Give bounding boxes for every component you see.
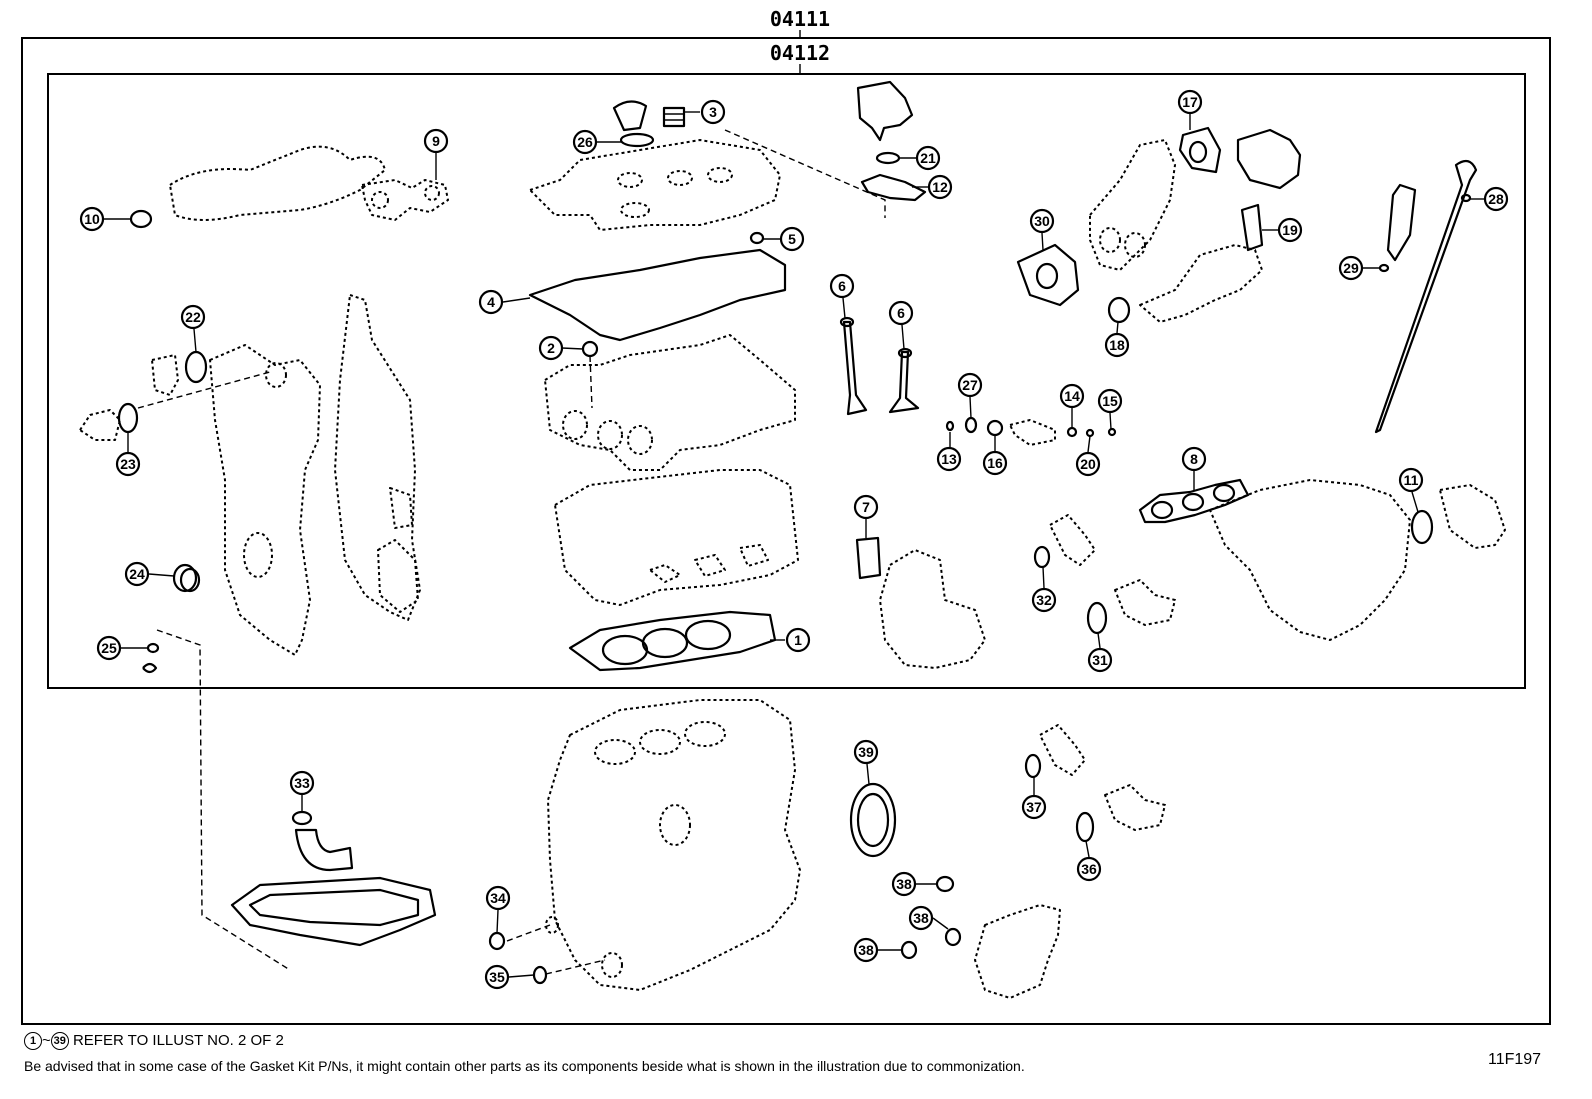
callout-3[interactable]: 3 [700, 99, 726, 125]
callout-38a[interactable]: 38 [891, 871, 917, 897]
callout-21[interactable]: 21 [915, 145, 941, 171]
svg-text:18: 18 [1109, 337, 1125, 353]
callout-32[interactable]: 32 [1031, 587, 1057, 613]
callout-37[interactable]: 37 [1021, 794, 1047, 820]
callout-20[interactable]: 20 [1075, 451, 1101, 477]
svg-text:23: 23 [120, 456, 136, 472]
svg-text:36: 36 [1081, 861, 1097, 877]
svg-text:6: 6 [897, 305, 905, 321]
svg-text:21: 21 [920, 150, 936, 166]
svg-text:13: 13 [941, 451, 957, 467]
callout-33[interactable]: 33 [289, 770, 315, 796]
svg-text:20: 20 [1080, 456, 1096, 472]
ref-range-separator: ~ [42, 1031, 51, 1049]
svg-text:3: 3 [709, 104, 717, 120]
outer-assembly-frame [21, 37, 1551, 1025]
svg-text:38: 38 [858, 942, 874, 958]
svg-text:15: 15 [1102, 393, 1118, 409]
part-drawings [79, 80, 1506, 999]
callout-39[interactable]: 39 [853, 739, 879, 765]
svg-text:7: 7 [862, 499, 870, 515]
svg-text:24: 24 [129, 566, 145, 582]
callout-29[interactable]: 29 [1338, 255, 1364, 281]
callout-12[interactable]: 12 [927, 174, 953, 200]
svg-text:5: 5 [788, 231, 796, 247]
svg-text:31: 31 [1092, 652, 1108, 668]
callout-36[interactable]: 36 [1076, 856, 1102, 882]
callout-38b[interactable]: 38 [908, 905, 934, 931]
callouts: 1 2 3 4 5 6 6 7 8 9 10 11 12 13 14 15 16… [79, 89, 1509, 990]
callout-7[interactable]: 7 [853, 494, 879, 520]
illustration-id: 11F197 [1488, 1051, 1542, 1068]
callout-28[interactable]: 28 [1483, 186, 1509, 212]
callout-4[interactable]: 4 [478, 289, 504, 315]
callout-16[interactable]: 16 [982, 450, 1008, 476]
svg-text:34: 34 [490, 890, 506, 906]
footer-reference: 1~39 REFER TO ILLUST NO. 2 OF 2 [24, 1032, 284, 1050]
svg-text:26: 26 [577, 134, 593, 150]
svg-text:39: 39 [858, 744, 874, 760]
callout-25[interactable]: 25 [96, 635, 122, 661]
leader-lines [103, 111, 1484, 978]
svg-text:2: 2 [547, 340, 555, 356]
svg-text:33: 33 [294, 775, 310, 791]
callout-17[interactable]: 17 [1177, 89, 1203, 115]
callout-5[interactable]: 5 [779, 226, 805, 252]
callout-38c[interactable]: 38 [853, 937, 879, 963]
assembly-label-outer: 04111 [770, 7, 830, 31]
callout-27[interactable]: 27 [957, 372, 983, 398]
svg-text:19: 19 [1282, 222, 1298, 238]
callout-35[interactable]: 35 [484, 964, 510, 990]
callout-31[interactable]: 31 [1087, 647, 1113, 673]
callout-13[interactable]: 13 [936, 446, 962, 472]
svg-text:27: 27 [962, 377, 978, 393]
callout-9[interactable]: 9 [423, 128, 449, 154]
svg-text:9: 9 [432, 133, 440, 149]
footer-note: Be advised that in some case of the Gask… [24, 1058, 1025, 1074]
svg-text:29: 29 [1343, 260, 1359, 276]
callout-23[interactable]: 23 [115, 451, 141, 477]
callout-1[interactable]: 1 [785, 627, 811, 653]
svg-text:38: 38 [896, 876, 912, 892]
svg-text:8: 8 [1190, 451, 1198, 467]
svg-text:35: 35 [489, 969, 505, 985]
callout-14[interactable]: 14 [1059, 383, 1085, 409]
callout-15[interactable]: 15 [1097, 388, 1123, 414]
svg-text:32: 32 [1036, 592, 1052, 608]
svg-text:17: 17 [1182, 94, 1198, 110]
callout-26[interactable]: 26 [572, 129, 598, 155]
svg-text:14: 14 [1064, 388, 1080, 404]
callout-19[interactable]: 19 [1277, 217, 1303, 243]
inner-assembly-frame [47, 73, 1526, 689]
ref-range-start: 1 [24, 1032, 42, 1050]
callout-30[interactable]: 30 [1029, 208, 1055, 234]
callout-24[interactable]: 24 [124, 561, 150, 587]
svg-text:37: 37 [1026, 799, 1042, 815]
callout-6a[interactable]: 6 [829, 273, 855, 299]
callout-22[interactable]: 22 [180, 304, 206, 330]
svg-text:16: 16 [987, 455, 1003, 471]
svg-text:6: 6 [838, 278, 846, 294]
ref-text: REFER TO ILLUST NO. 2 OF 2 [72, 1031, 284, 1049]
svg-text:11: 11 [1404, 472, 1419, 488]
svg-text:38: 38 [913, 910, 929, 926]
svg-text:22: 22 [185, 309, 201, 325]
callout-18[interactable]: 18 [1104, 332, 1130, 358]
svg-text:1: 1 [794, 632, 802, 648]
callout-6b[interactable]: 6 [888, 300, 914, 326]
ref-range-end: 39 [50, 1032, 69, 1050]
svg-text:10: 10 [84, 211, 100, 227]
svg-text:28: 28 [1488, 191, 1504, 207]
callout-8[interactable]: 8 [1181, 446, 1207, 472]
callout-11[interactable]: 11 [1398, 467, 1424, 493]
callout-10[interactable]: 10 [79, 206, 105, 232]
assembly-label-inner: 04112 [770, 41, 830, 65]
svg-text:25: 25 [101, 640, 117, 656]
svg-text:30: 30 [1034, 213, 1050, 229]
svg-text:4: 4 [487, 294, 495, 310]
callout-34[interactable]: 34 [485, 885, 511, 911]
callout-2[interactable]: 2 [538, 335, 564, 361]
svg-text:12: 12 [932, 179, 948, 195]
